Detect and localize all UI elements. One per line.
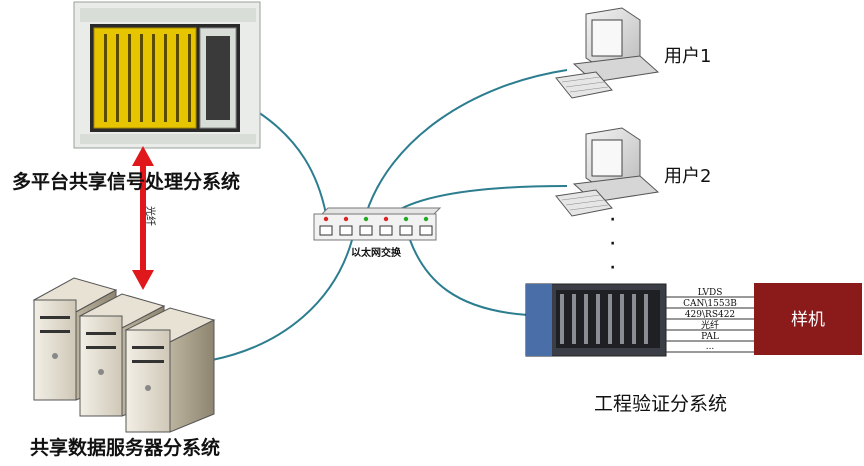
prototype-box [754,283,862,355]
interface-lines [666,296,754,353]
cable-engineering-to-switch [409,239,529,316]
cable-user1-to-switch [365,69,568,215]
cables [211,69,568,361]
signal-processing-rack [73,1,261,149]
signal-system-label: 多平台共享信号处理分系统 [12,170,240,193]
data-server-system-label: 共享数据服务器分系统 [30,436,220,459]
cable-signal-to-switch [257,111,327,215]
ethernet-switch-label: 以太网交换 [351,246,402,259]
ellipsis-dot-1: · [610,212,615,228]
ellipsis-dot-2: · [610,236,615,252]
user1-computer [555,7,660,99]
ethernet-switch [313,207,442,241]
cable-server-to-switch [211,239,353,361]
user2-label: 用户2 [664,166,711,187]
server-cluster [32,277,216,433]
interface-429-rs422: 429\RS422 [685,310,735,320]
engineering-chassis [525,283,667,357]
interface-fiber: 光纤 [701,319,719,331]
user2-computer [555,127,660,217]
ellipsis-dot-3: · [610,260,615,276]
fiber-double-arrow [132,146,154,290]
interface-more: ... [706,342,715,352]
interface-lvds: LVDS [698,288,723,298]
user1-label: 用户1 [664,46,711,67]
interface-pal: PAL [701,332,719,342]
interface-can-1553b: CAN\1553B [683,299,737,309]
fiber-vertical-label: 光纤 [144,206,157,226]
prototype-label: 样机 [791,310,825,330]
engineering-system-label: 工程验证分系统 [594,393,727,415]
